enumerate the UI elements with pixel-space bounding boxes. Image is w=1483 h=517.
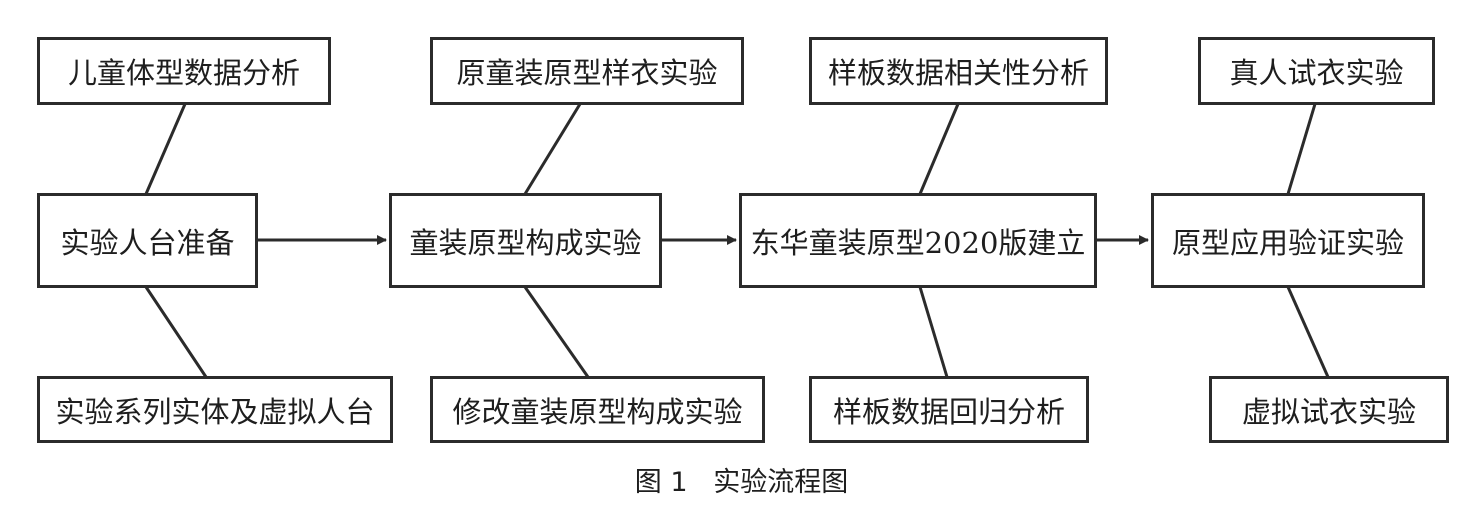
bottom-branch-box-2: 修改童装原型构成实验: [430, 376, 765, 443]
bottom-branch-label-2: 修改童装原型构成实验: [452, 394, 743, 429]
bottom-branch-label-4: 虚拟试衣实验: [1241, 394, 1416, 429]
bottom-branch-box-3: 样板数据回归分析: [809, 376, 1089, 443]
branch-line-top-3: [918, 103, 960, 195]
main-step-box-3: 东华童装原型2020版建立: [739, 193, 1097, 288]
top-branch-label-4: 真人试衣实验: [1229, 56, 1404, 90]
top-branch-label-2: 原童装原型样衣实验: [456, 56, 718, 90]
top-branch-label-1: 儿童体型数据分析: [67, 56, 300, 90]
main-step-box-4: 原型应用验证实验: [1151, 193, 1425, 288]
branch-line-top-4: [1286, 103, 1317, 195]
bottom-branch-label-3: 样板数据回归分析: [832, 394, 1065, 429]
top-branch-label-3: 样板数据相关性分析: [827, 56, 1089, 90]
main-step-box-1: 实验人台准备: [37, 193, 258, 288]
branch-line-bottom-2: [523, 286, 590, 378]
branch-line-top-2: [523, 103, 582, 195]
branch-line-bottom-1: [144, 286, 208, 378]
top-branch-box-1: 儿童体型数据分析: [37, 37, 331, 105]
main-step-box-2: 童装原型构成实验: [389, 193, 662, 288]
figure-title: 实验流程图: [713, 467, 849, 498]
main-step-label-4: 原型应用验证实验: [1171, 225, 1404, 260]
bottom-branch-box-1: 实验系列实体及虚拟人台: [37, 376, 393, 443]
branch-line-bottom-3: [918, 286, 949, 378]
branch-line-top-1: [144, 103, 187, 195]
bottom-branch-label-1: 实验系列实体及虚拟人台: [55, 394, 375, 429]
branch-line-bottom-4: [1286, 286, 1330, 378]
figure-caption: 图 1 实验流程图: [0, 460, 1483, 499]
figure-number: 图 1: [634, 467, 688, 498]
top-branch-box-3: 样板数据相关性分析: [809, 37, 1108, 105]
main-step-label-3: 东华童装原型2020版建立: [750, 225, 1086, 260]
top-branch-box-2: 原童装原型样衣实验: [430, 37, 744, 105]
main-step-label-2: 童装原型构成实验: [409, 225, 642, 260]
top-branch-box-4: 真人试衣实验: [1198, 37, 1435, 105]
main-step-label-1: 实验人台准备: [60, 225, 235, 260]
bottom-branch-box-4: 虚拟试衣实验: [1209, 376, 1449, 443]
